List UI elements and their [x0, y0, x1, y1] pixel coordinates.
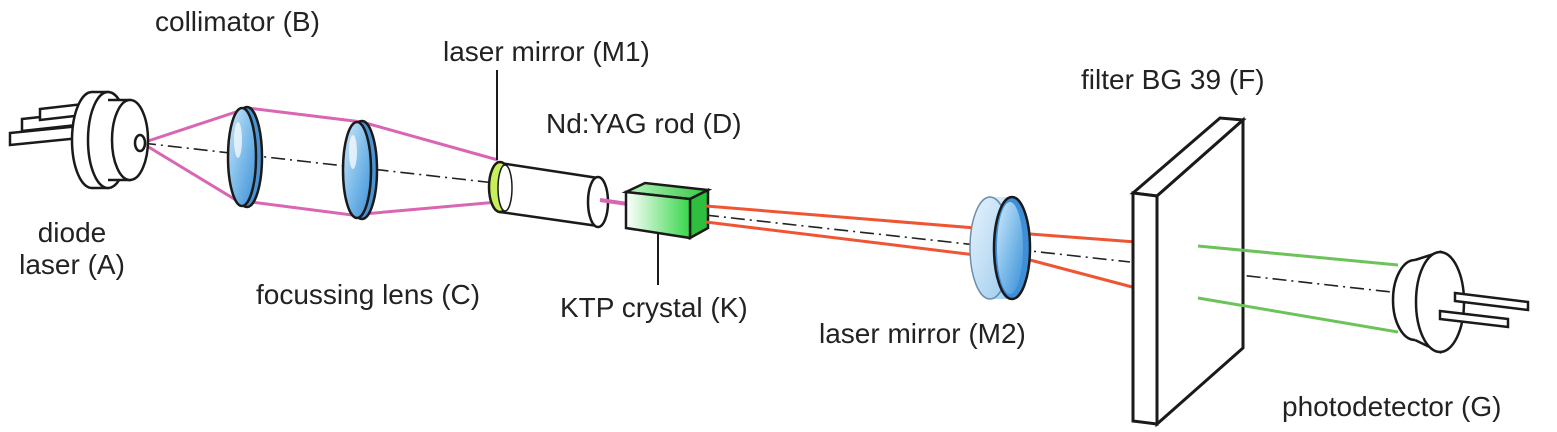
ktp-crystal-icon [621, 181, 713, 241]
optical-axis [141, 142, 496, 184]
label-laser-mirror-m1: laser mirror (M1) [443, 36, 650, 67]
green-beam [1197, 244, 1399, 334]
diode-laser-icon [8, 90, 150, 190]
label-nd-yag-rod: Nd:YAG rod (D) [546, 108, 742, 139]
pump-beam [141, 106, 499, 217]
infrared-beam [705, 204, 1137, 290]
focussing-lens-icon [341, 119, 379, 221]
label-focussing-lens: focussing lens (C) [256, 279, 481, 310]
intracavity-beam [599, 198, 629, 206]
label-collimator: collimator (B) [155, 6, 320, 37]
label-diode-laser: diode laser (A) [8, 217, 136, 281]
nd-yag-rod-icon [487, 160, 610, 229]
label-filter: filter BG 39 (F) [1081, 64, 1265, 95]
filter-plate-icon [1129, 116, 1247, 428]
laser-mirror-m2-icon [969, 195, 1032, 301]
label-ktp-crystal: KTP crystal (K) [560, 292, 748, 323]
label-photodetector: photodetector (G) [1282, 391, 1502, 422]
label-diode-line1: diode [37, 217, 107, 248]
photodetector-icon [1391, 250, 1530, 354]
label-laser-mirror-m2: laser mirror (M2) [819, 318, 1026, 349]
collimator-lens-icon [226, 105, 264, 209]
label-diode-line2: laser (A) [19, 249, 125, 281]
